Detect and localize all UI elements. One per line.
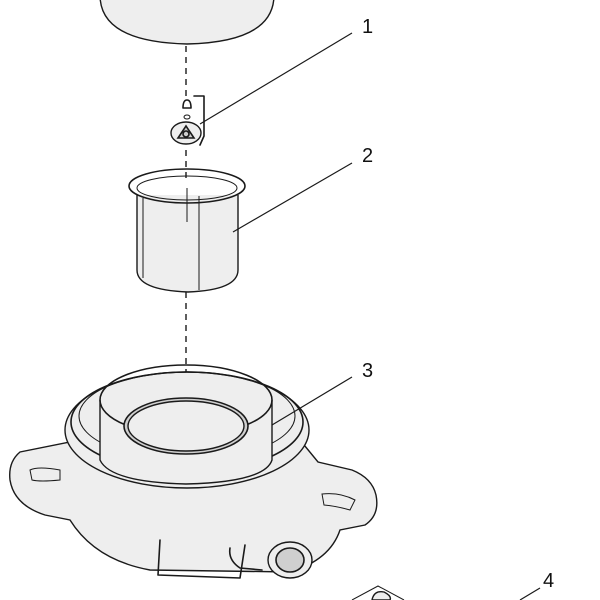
part-2-filter-basket — [128, 168, 246, 293]
part-3-housing — [9, 364, 378, 579]
leader-line-1 — [199, 32, 353, 125]
leader-line-4 — [519, 587, 541, 600]
callout-3: 3 — [362, 360, 373, 382]
top-cover — [99, 0, 275, 45]
leader-line-3 — [271, 376, 353, 426]
callout-4: 4 — [543, 570, 554, 592]
callout-1: 1 — [362, 16, 373, 38]
callout-2: 2 — [362, 145, 373, 167]
part-4-fitting — [351, 585, 405, 600]
leader-line-2 — [232, 162, 353, 233]
part-1-fastener — [170, 95, 205, 146]
